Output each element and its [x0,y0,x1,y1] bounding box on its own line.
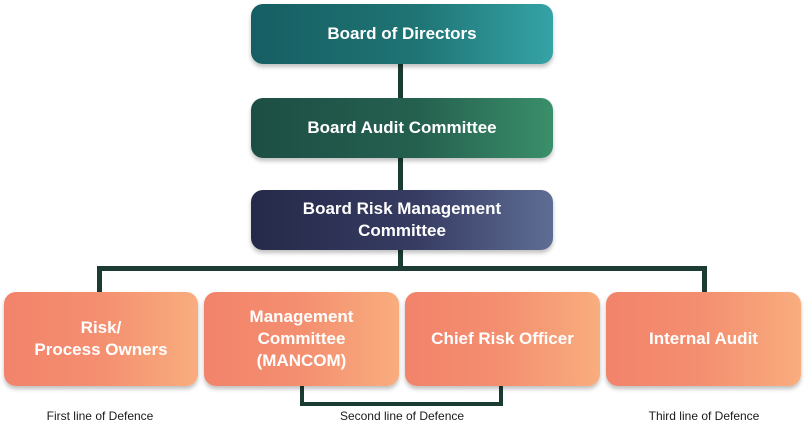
connector-risk-to-bus [398,250,403,269]
management-committee-box: Management Committee (MANCOM) [204,292,399,386]
chief-risk-officer-box: Chief Risk Officer [405,292,600,386]
board-audit-committee-box: Board Audit Committee [251,98,553,158]
internal-audit-label: Internal Audit [649,329,758,348]
connector-audit-to-risk [398,158,403,190]
internal-audit-box: Internal Audit [606,292,801,386]
board-of-directors-label: Board of Directors [327,24,477,43]
board-of-directors-box: Board of Directors [251,4,553,64]
board-audit-committee-label: Board Audit Committee [307,118,497,137]
board-risk-management-committee-box: Board Risk Management Committee [251,190,553,250]
bracket-second-line-left [300,386,304,406]
connector-board-to-audit [398,64,403,98]
third-line-of-defence-caption: Third line of Defence [648,409,760,423]
management-committee-label: Management Committee (MANCOM) [249,307,354,370]
connector-bus-to-owners [97,266,102,292]
board-risk-management-committee-label: Board Risk Management Committee [302,199,502,240]
bracket-second-line-right [499,386,503,406]
risk-process-owners-box: Risk/ Process Owners [4,292,198,386]
second-line-of-defence-caption: Second line of Defence [339,409,465,423]
first-line-of-defence-caption: First line of Defence [46,409,154,423]
risk-process-owners-label: Risk/ Process Owners [34,318,168,359]
connector-horizontal-bus [97,266,707,271]
connector-bus-to-internal-audit [702,266,707,292]
chief-risk-officer-label: Chief Risk Officer [431,329,574,348]
bracket-second-line-bottom [300,402,503,406]
